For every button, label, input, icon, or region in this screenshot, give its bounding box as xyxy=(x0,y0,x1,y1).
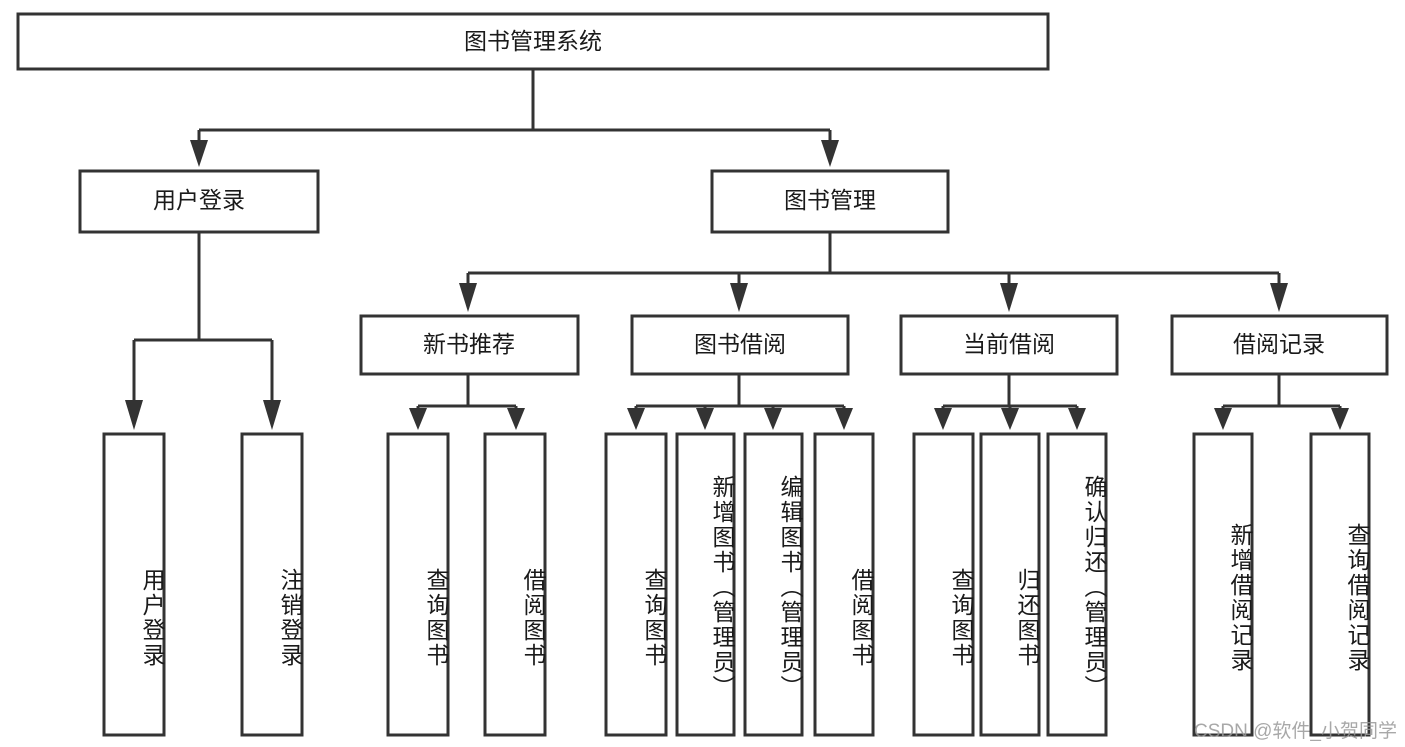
node-book-borrow-label: 图书借阅 xyxy=(694,331,786,357)
leaf-box-add-record[interactable] xyxy=(1192,432,1254,737)
node-user-login-box[interactable] xyxy=(78,169,320,234)
leaf-box-return-book[interactable] xyxy=(979,432,1041,737)
arrowhead-borrow-record xyxy=(1270,283,1288,312)
node-current-borrow-box[interactable] xyxy=(899,314,1119,376)
arrowhead-leaf-add-record xyxy=(1214,408,1232,430)
node-new-book-recommend[interactable]: 新书推荐 xyxy=(359,314,580,376)
leaf-box-borrow-book-2[interactable] xyxy=(813,432,875,737)
arrowhead-new-book xyxy=(459,283,477,312)
node-root-box[interactable] xyxy=(16,12,1050,71)
connector-group-root xyxy=(190,69,839,167)
arrowhead-leaf-logout xyxy=(263,400,281,430)
arrowhead-leaf-add-book xyxy=(696,408,714,430)
node-borrow-record[interactable]: 借阅记录 xyxy=(1170,314,1389,376)
arrowhead-book-mgmt xyxy=(821,140,839,167)
watermark-text: CSDN @软件_小贺同学 xyxy=(1194,721,1397,742)
node-book-management[interactable]: 图书管理 xyxy=(710,169,950,234)
connector-group-user-login xyxy=(125,232,281,430)
arrowhead-user-login xyxy=(190,140,208,167)
leaf-box-user-login[interactable] xyxy=(102,432,166,737)
connector-group-book-borrow xyxy=(627,374,853,430)
connector-group-book-mgmt xyxy=(459,232,1288,312)
arrowhead-leaf-query-book-2 xyxy=(627,408,645,430)
leaf-box-query-book-2[interactable] xyxy=(604,432,668,737)
arrowhead-leaf-confirm-return xyxy=(1068,408,1086,430)
leaf-box-query-book-3[interactable] xyxy=(912,432,975,737)
leaf-box-add-book[interactable] xyxy=(675,432,736,737)
arrowhead-leaf-edit-book xyxy=(764,408,782,430)
node-current-borrow-label: 当前借阅 xyxy=(963,331,1055,357)
node-new-book-recommend-label: 新书推荐 xyxy=(423,331,515,357)
arrowhead-leaf-return-book xyxy=(1001,408,1019,430)
connector-group-borrow-record xyxy=(1214,374,1349,430)
arrowhead-leaf-borrow-book-1 xyxy=(507,408,525,430)
arrowhead-current-borrow xyxy=(1000,283,1018,312)
arrowhead-leaf-query-book-3 xyxy=(934,408,952,430)
node-book-management-label: 图书管理 xyxy=(784,187,876,213)
leaf-box-query-book-1[interactable] xyxy=(386,432,450,737)
connector-group-current-borrow xyxy=(934,374,1086,430)
leaf-box-confirm-return[interactable] xyxy=(1046,432,1108,737)
arrowhead-leaf-query-record xyxy=(1331,408,1349,430)
leaf-box-query-record[interactable] xyxy=(1309,432,1371,737)
node-new-book-recommend-box[interactable] xyxy=(359,314,580,376)
arrowhead-book-borrow xyxy=(730,283,748,312)
node-user-login[interactable]: 用户登录 xyxy=(78,169,320,234)
leaf-box-logout[interactable] xyxy=(240,432,304,737)
node-current-borrow[interactable]: 当前借阅 xyxy=(899,314,1119,376)
arrowhead-leaf-query-book-1 xyxy=(409,408,427,430)
connector-group-new-book xyxy=(409,374,525,430)
node-borrow-record-box[interactable] xyxy=(1170,314,1389,376)
node-root-label: 图书管理系统 xyxy=(464,28,602,54)
node-book-borrow-box[interactable] xyxy=(630,314,850,376)
node-root[interactable]: 图书管理系统 xyxy=(16,12,1050,71)
arrowhead-leaf-borrow-book-2 xyxy=(835,408,853,430)
leaf-box-edit-book[interactable] xyxy=(743,432,804,737)
node-borrow-record-label: 借阅记录 xyxy=(1233,331,1325,357)
node-book-borrow[interactable]: 图书借阅 xyxy=(630,314,850,376)
leaf-box-borrow-book-1[interactable] xyxy=(483,432,547,737)
arrowhead-leaf-user-login xyxy=(125,400,143,430)
node-user-login-label: 用户登录 xyxy=(153,187,245,213)
node-book-management-box[interactable] xyxy=(710,169,950,234)
